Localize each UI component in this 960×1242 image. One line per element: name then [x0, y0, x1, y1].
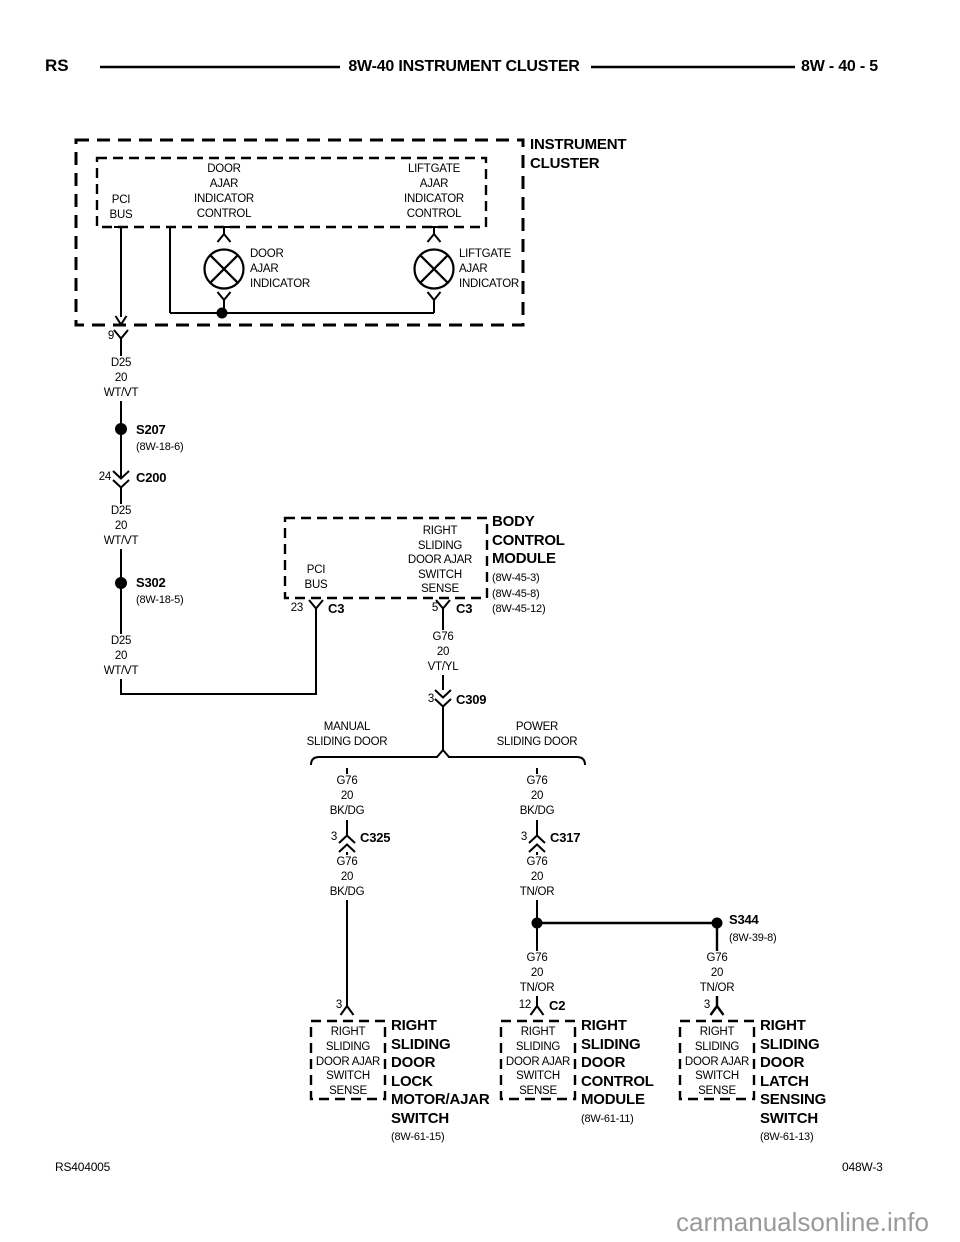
pin-9-number: 9: [107, 330, 114, 342]
bcm-switch-sense-label: RIGHT SLIDING DOOR AJAR SWITCH SENSE: [407, 525, 473, 596]
splice-s207-label: S207: [136, 422, 166, 437]
page-corner-code: RS: [45, 56, 69, 75]
splice-s344-ref: (8W-39-8): [729, 932, 777, 944]
lock-motor-switch-label: RIGHT SLIDING DOOR LOCK MOTOR/AJAR SWITC…: [391, 1017, 490, 1127]
connector-c3-pin23-label: C3: [328, 601, 345, 616]
lock-motor-switch-box: [309, 1019, 387, 1101]
wire-label-g76-tnor-1: G76 20 TN/OR: [516, 855, 558, 900]
door-control-sense-label: RIGHT SLIDING DOOR AJAR SWITCH SENSE: [505, 1026, 571, 1098]
wire-label-g76-tnor-3: G76 20 TN/OR: [696, 951, 738, 996]
latch-switch-pin-number: 3: [703, 999, 710, 1011]
splice-s344-label: S344: [729, 912, 759, 927]
manual-sliding-door-label: MANUAL SLIDING DOOR: [306, 721, 388, 748]
wire-label-d25-3: D25 20 WT/VT: [100, 634, 142, 679]
splice-s302-dot: [115, 577, 127, 589]
power-branch-wire: [528, 820, 546, 1016]
bcm-name-label: BODY CONTROL MODULE: [492, 513, 565, 567]
junction-dot: [216, 307, 228, 319]
bcm-box: [283, 516, 489, 600]
power-sliding-door-label: POWER SLIDING DOOR: [496, 721, 578, 748]
connector-c309-pin: 3: [427, 693, 434, 705]
connector-c325-pin: 3: [330, 831, 337, 843]
lock-motor-sense-label: RIGHT SLIDING DOOR AJAR SWITCH SENSE: [315, 1026, 381, 1098]
wire-label-g76-tnor-2: G76 20 TN/OR: [516, 951, 558, 996]
door-control-module-box: [499, 1019, 577, 1101]
lock-motor-pin-number: 3: [335, 999, 342, 1011]
splice-s207-ref: (8W-18-6): [136, 441, 184, 453]
lamp-circle: [413, 248, 455, 290]
door-control-module-label: RIGHT SLIDING DOOR CONTROL MODULE: [581, 1017, 654, 1108]
door-control-module-ref: (8W-61-11): [581, 1113, 634, 1125]
door-ajar-indicator-lamp: [203, 226, 245, 313]
cluster-internal-wires: [169, 227, 434, 319]
connector-c3-pin5-number: 5: [431, 602, 438, 614]
wire-label-g76-vtyl: G76 20 VT/YL: [424, 630, 462, 675]
connector-c3-pin23-number: 23: [290, 602, 304, 614]
pci-bus-wire-pin: [114, 226, 128, 327]
diagram-code: RS404005: [55, 1160, 111, 1174]
door-ajar-indicator-control-label: DOOR AJAR INDICATOR CONTROL: [194, 163, 254, 220]
wire-label-d25-2: D25 20 WT/VT: [100, 504, 142, 549]
connector-c3-pin5-label: C3: [456, 601, 473, 616]
connector-c309-symbol: [434, 689, 452, 751]
sheet-code: 048W-3: [842, 1160, 883, 1174]
page-title: 8W-40 INSTRUMENT CLUSTER: [348, 58, 580, 75]
liftgate-ajar-indicator-control-label: LIFTGATE AJAR INDICATOR CONTROL: [404, 163, 464, 220]
latch-sensing-switch-box: [678, 1019, 756, 1101]
wire-label-d25-1: D25 20 WT/VT: [100, 356, 142, 401]
wire-label-g76-bkdg-1: G76 20 BK/DG: [326, 774, 368, 819]
liftgate-ajar-indicator-lamp: [413, 226, 455, 313]
connector-c325-label: C325: [360, 830, 391, 845]
wire-label-g76-bkdg-2: G76 20 BK/DG: [326, 855, 368, 900]
splice-s344-dot: [711, 917, 723, 929]
watermark: carmanualsonline.info: [676, 1207, 929, 1237]
connector-c317-label: C317: [550, 830, 581, 845]
latch-sensing-switch-ref: (8W-61-13): [760, 1131, 814, 1143]
latch-switch-sense-label: RIGHT SLIDING DOOR AJAR SWITCH SENSE: [684, 1026, 750, 1098]
lamp-circle: [203, 248, 245, 290]
connector-c317-pin: 3: [520, 831, 527, 843]
manual-branch-wire: [338, 820, 356, 1016]
connector-c309-label: C309: [456, 692, 487, 707]
pci-bus-label: PCI BUS: [109, 194, 133, 221]
pin9-connector: [113, 329, 129, 352]
splice-s302-label: S302: [136, 575, 166, 590]
bcm-refs: (8W-45-3) (8W-45-8) (8W-45-12): [492, 572, 546, 615]
door-ajar-indicator-lamp-label: DOOR AJAR INDICATOR: [250, 248, 310, 290]
lock-motor-switch-ref: (8W-61-15): [391, 1131, 445, 1143]
component-boxes: [309, 1019, 756, 1101]
connector-c200-symbol: [112, 470, 130, 489]
latch-sensing-switch-label: RIGHT SLIDING DOOR LATCH SENSING SWITCH: [760, 1017, 827, 1127]
connector-c200-label: C200: [136, 470, 167, 485]
d25-wire-run: [120, 352, 317, 695]
connector-c2-label: C2: [549, 998, 566, 1013]
connector-c3-pin23-symbol: [308, 599, 324, 610]
junction-dot: [531, 917, 543, 929]
connector-c200-pin: 24: [98, 471, 112, 483]
connector-c2-pin: 12: [518, 999, 532, 1011]
instrument-cluster-inner-box: [95, 156, 488, 229]
liftgate-ajar-indicator-lamp-label: LIFTGATE AJAR INDICATOR: [459, 248, 519, 290]
page-number: 8W - 40 - 5: [801, 58, 878, 75]
wire-label-g76-bkdg-3: G76 20 BK/DG: [516, 774, 558, 819]
instrument-cluster-label: INSTRUMENT CLUSTER: [530, 136, 627, 172]
bcm-pci-bus-label: PCI BUS: [304, 564, 328, 591]
splice-s207-dot: [115, 423, 127, 435]
splice-s302-ref: (8W-18-5): [136, 594, 184, 606]
